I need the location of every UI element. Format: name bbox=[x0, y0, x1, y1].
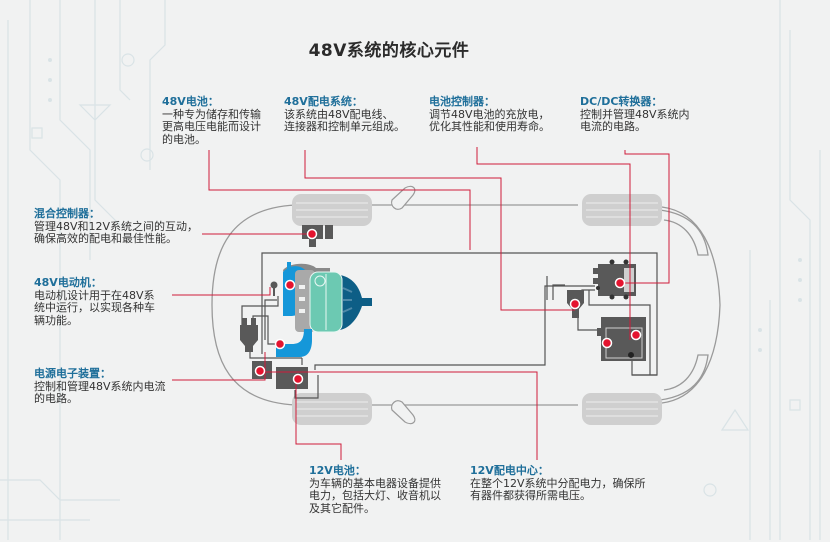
label-body: 一种专为储存和传输 更高电压电能而设计 的电池。 bbox=[162, 107, 261, 146]
mirror-top bbox=[391, 185, 416, 210]
label-heading: DC/DC转换器： bbox=[580, 95, 663, 108]
label-body: 为车辆的基本电器设备提供 电力，包括大灯、收音机以 及其它配件。 bbox=[309, 476, 441, 515]
label-distribution-12v: 12V配电中心： 在整个12V系统中分配电力，确保所 有器件都获得所需电压。 bbox=[470, 464, 646, 503]
component-markers bbox=[254, 228, 642, 385]
label-body: 在整个12V系统中分配电力，确保所 有器件都获得所需电压。 bbox=[470, 476, 646, 502]
label-heading: 混合控制器： bbox=[34, 207, 100, 220]
label-heading: 48V电池： bbox=[162, 95, 219, 108]
label-heading: 48V配电系统： bbox=[284, 95, 363, 108]
label-body: 该系统由48V配电线、 连接器和控制单元组成。 bbox=[284, 107, 405, 133]
marker-power-electronics bbox=[254, 365, 266, 377]
marker-connector-right bbox=[569, 298, 581, 310]
marker-motor-top bbox=[284, 279, 296, 291]
hybrid-controller-unit bbox=[302, 225, 333, 247]
label-heading: 12V电池： bbox=[309, 464, 366, 477]
label-heading: 电源电子装置： bbox=[34, 367, 111, 380]
motor-48v-unit bbox=[270, 262, 372, 357]
leader-lines bbox=[172, 147, 670, 460]
label-wiring-48v: 48V配电系统： 该系统由48V配电线、 连接器和控制单元组成。 bbox=[284, 95, 405, 134]
diagram-title: 48V系统的核心元件 bbox=[308, 41, 470, 61]
tire-rear-top bbox=[582, 194, 662, 226]
tire-front-top bbox=[292, 194, 372, 226]
label-heading: 48V电动机： bbox=[34, 276, 102, 289]
label-body: 电动机设计用于在48V系 统中运行，以实现各种车 辆功能。 bbox=[34, 288, 155, 327]
label-dcdc-converter: DC/DC转换器： 控制并管理48V系统内 电流的电路。 bbox=[580, 95, 690, 134]
label-body: 控制并管理48V系统内 电流的电路。 bbox=[580, 107, 690, 133]
label-body: 调节48V电池的充放电， 优化其性能和使用寿命。 bbox=[429, 107, 550, 133]
tire-front-bottom bbox=[292, 393, 372, 425]
marker-motor-bottom bbox=[274, 338, 286, 350]
label-heading: 电池控制器： bbox=[429, 95, 495, 108]
label-hybrid-controller: 混合控制器： 管理48V和12V系统之间的互动， 确保高效的配电和最佳性能。 bbox=[34, 207, 199, 246]
label-power-electronics: 电源电子装置： 控制和管理48V系统内电流 的电路。 bbox=[34, 367, 166, 406]
marker-battery-48v bbox=[601, 337, 613, 349]
label-battery-48v: 48V电池： 一种专为储存和传输 更高电压电能而设计 的电池。 bbox=[162, 95, 261, 146]
connector-left bbox=[240, 318, 258, 352]
mirror-bottom bbox=[391, 400, 416, 425]
marker-hybrid-controller bbox=[306, 228, 318, 240]
marker-battery-12v bbox=[292, 373, 304, 385]
battery-12v-unit bbox=[276, 367, 308, 389]
tires bbox=[292, 194, 662, 425]
label-motor-48v: 48V电动机： 电动机设计用于在48V系 统中运行，以实现各种车 辆功能。 bbox=[34, 276, 155, 327]
label-battery-12v: 12V电池： 为车辆的基本电器设备提供 电力，包括大灯、收音机以 及其它配件。 bbox=[309, 464, 441, 515]
label-heading: 12V配电中心： bbox=[470, 464, 549, 477]
wiring bbox=[241, 252, 658, 399]
marker-dcdc bbox=[614, 277, 626, 289]
marker-battery-controller bbox=[630, 329, 642, 341]
label-battery-controller: 电池控制器： 调节48V电池的充放电， 优化其性能和使用寿命。 bbox=[429, 95, 550, 134]
label-body: 控制和管理48V系统内电流 的电路。 bbox=[34, 379, 166, 405]
label-body: 管理48V和12V系统之间的互动， 确保高效的配电和最佳性能。 bbox=[34, 219, 199, 245]
tire-rear-bottom bbox=[582, 393, 662, 425]
